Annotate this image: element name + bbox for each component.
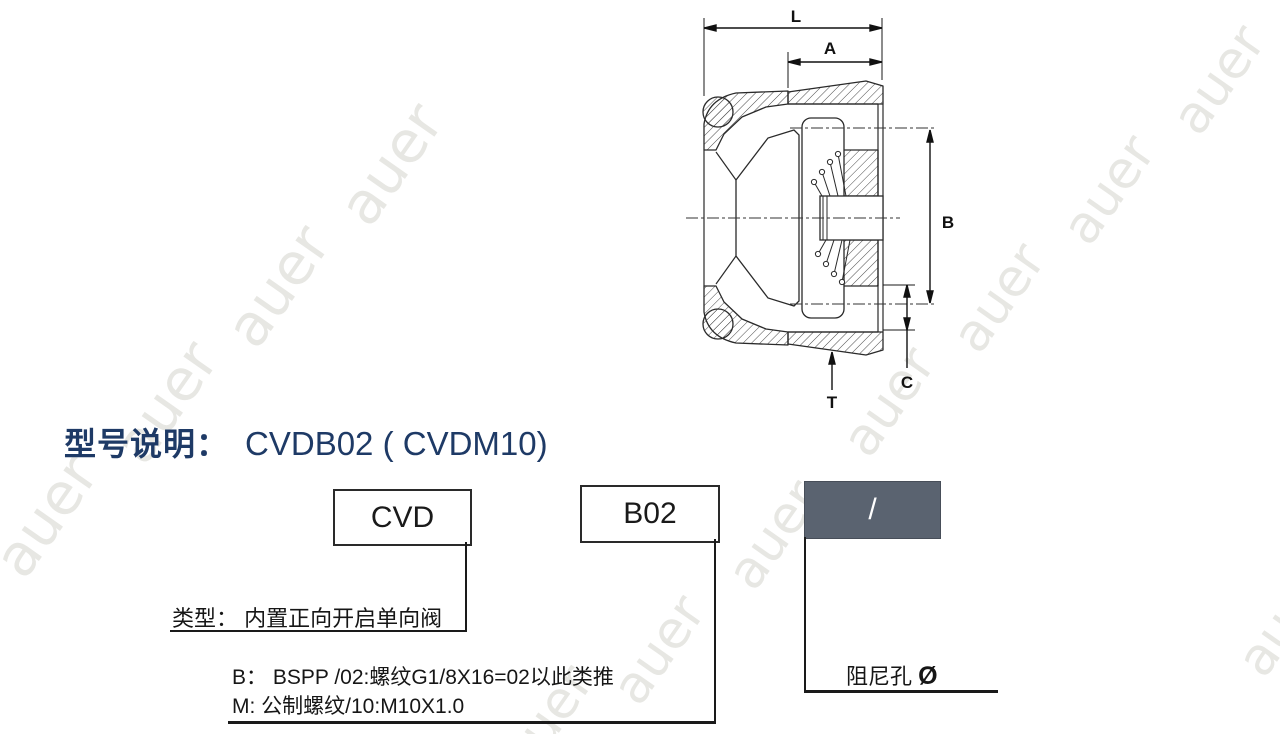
dim-label-B: B — [942, 213, 954, 232]
watermark-text: auer — [1225, 556, 1280, 688]
connector-line-series — [465, 542, 467, 632]
watermark-text: auer — [600, 584, 718, 716]
valve-stem — [819, 195, 884, 241]
model-code-orifice-label: / — [868, 493, 877, 526]
dim-label-T: T — [827, 393, 838, 410]
model-code-thread-label: B02 — [623, 497, 677, 530]
spring — [810, 150, 851, 286]
model-code-box-thread: B02 — [580, 485, 720, 543]
watermark-text: auer — [325, 90, 457, 238]
note-valve-type: 类型： 内置正向开启单向阀 — [172, 606, 443, 631]
poppet — [735, 129, 800, 307]
watermark-text: auer — [212, 212, 344, 360]
watermark-text: auer — [1160, 14, 1278, 146]
section-title-model: CVDB02 ( CVDM10) — [245, 425, 548, 462]
section-title-prefix: 型号说明： — [64, 426, 230, 462]
model-code-box-series: CVD — [333, 489, 472, 546]
dimension-lines — [703, 24, 934, 390]
model-code-series-label: CVD — [370, 500, 435, 534]
note-thread-codes: B： BSPP /02:螺纹G1/8X16=02以此类推 M: 公制螺纹/10:… — [232, 663, 614, 721]
valve-drawing-svg: L A B C T — [686, 7, 954, 412]
valve-body-outline — [703, 103, 884, 333]
note-thread-line2: M: 公制螺纹/10:M10X1.0 — [232, 695, 465, 718]
watermark-text: auer — [1050, 124, 1168, 256]
section-title: 型号说明： CVDB02 ( CVDM10) — [64, 419, 548, 465]
model-code-box-orifice: / — [804, 481, 941, 539]
underline-series-note — [170, 630, 467, 632]
diameter-symbol: Ø — [918, 662, 938, 690]
note-orifice: 阻尼孔 Ø — [846, 659, 938, 691]
extension-lines — [703, 18, 915, 331]
underline-orifice-note — [804, 690, 998, 693]
valve-cross-section-drawing: L A B C T — [670, 0, 1010, 412]
connector-line-thread — [714, 539, 716, 723]
note-thread-line1: B： BSPP /02:螺纹G1/8X16=02以此类推 — [232, 666, 614, 689]
connector-line-orifice — [804, 537, 806, 692]
o-ring-bottom — [702, 308, 734, 340]
centerlines — [686, 127, 937, 305]
note-orifice-text: 阻尼孔 — [846, 664, 919, 689]
dim-label-L: L — [791, 7, 801, 26]
dim-label-A: A — [824, 39, 836, 58]
dim-label-C: C — [901, 373, 913, 392]
o-ring-top — [702, 96, 734, 128]
underline-thread-note — [228, 721, 716, 724]
